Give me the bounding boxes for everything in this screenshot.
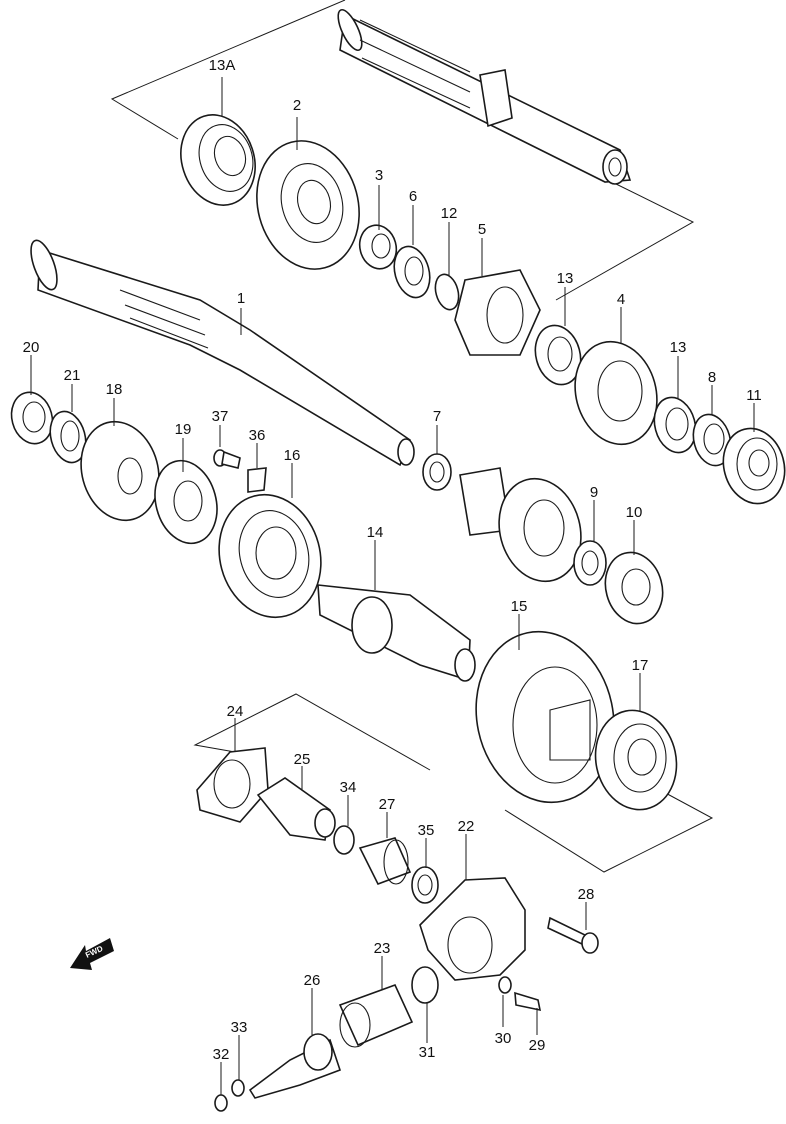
callout-18: 18 [106,381,123,398]
sleeve-23 [338,983,414,1048]
callout-20: 20 [23,339,40,356]
washer-13-lower [653,396,697,454]
gear-5 [454,269,541,356]
ring-33 [231,1079,245,1097]
housing-22 [419,877,526,981]
bearing-13a [180,114,256,206]
upper-assembly-guide [110,0,346,140]
callout-16: 16 [284,447,301,464]
callout-29: 29 [529,1037,546,1054]
upper-assembly-guide-right [555,181,695,301]
callout-3: 3 [375,167,383,184]
washer-13-upper [534,324,582,386]
plate-19 [154,459,218,545]
bearing-10 [604,551,664,625]
callout-22: 22 [458,818,475,835]
callout-2: 2 [293,97,301,114]
callout-24: 24 [227,703,244,720]
leader-lines [30,77,755,1095]
washer-8 [692,413,732,467]
bearing-16 [218,493,322,619]
bolt-37 [213,449,241,469]
callout-15: 15 [511,598,528,615]
callout-10: 10 [626,504,643,521]
callout-31: 31 [419,1044,436,1061]
callout-21: 21 [64,367,81,384]
o-ring-31 [411,966,439,1004]
oil-seal-20 [10,391,54,445]
bushing-27 [358,837,412,886]
callout-13a: 13A [209,57,236,74]
washer-35 [411,866,439,904]
lock-plate-36 [247,467,267,493]
lower-assembly-guide [193,693,431,771]
lower-assembly-guide-right [504,789,714,873]
washer-30 [498,976,512,994]
circlip-12 [434,273,460,311]
washer-21 [49,410,87,464]
callout-36: 36 [249,427,266,444]
callout-26: 26 [304,972,321,989]
gear-15 [475,630,615,804]
callout-27: 27 [379,796,396,813]
gear-25 [256,777,336,841]
callout-14: 14 [367,524,384,541]
callout-34: 34 [340,779,357,796]
callout-4: 4 [617,291,625,308]
callout-13-upper: 13 [557,270,574,287]
callout-28: 28 [578,886,595,903]
bearing-11 [722,427,786,505]
callout-8: 8 [708,369,716,386]
callout-30: 30 [495,1030,512,1047]
ring-32 [214,1094,228,1112]
callout-32: 32 [213,1046,230,1063]
sprocket-18 [80,420,160,522]
gear-4 [574,340,658,446]
fwd-arrow-icon: FWD [70,938,114,970]
callout-9: 9 [590,484,598,501]
callout-25: 25 [294,751,311,768]
bushing-3 [358,224,398,270]
bearing-17 [594,709,678,811]
callout-12: 12 [441,205,458,222]
callout-35: 35 [418,822,435,839]
callout-5: 5 [478,221,486,238]
gasket-24 [196,747,269,823]
washer-6 [393,245,431,299]
callout-23: 23 [374,940,391,957]
o-ring-34 [333,825,355,855]
callout-labels: 13A 2 3 6 12 5 13 4 13 8 11 1 20 21 18 1… [23,57,762,1063]
gear-cluster [459,467,582,583]
gear-2 [256,140,360,270]
mainshaft-1 [30,239,415,467]
callout-33: 33 [231,1019,248,1036]
callout-19: 19 [175,421,192,438]
washer-7 [422,453,452,491]
callout-17: 17 [632,657,649,674]
callout-13-lower: 13 [670,339,687,356]
countershaft-upper [337,8,632,185]
bolt-28 [547,916,599,954]
drive-shaft-14 [317,584,476,682]
bolt-29 [514,991,542,1012]
callout-37: 37 [212,408,229,425]
callout-6: 6 [409,188,417,205]
gear-26 [248,1033,342,1099]
washer-9 [573,540,607,586]
callout-7: 7 [433,408,441,425]
callout-1: 1 [237,290,245,307]
callout-11: 11 [746,387,762,404]
